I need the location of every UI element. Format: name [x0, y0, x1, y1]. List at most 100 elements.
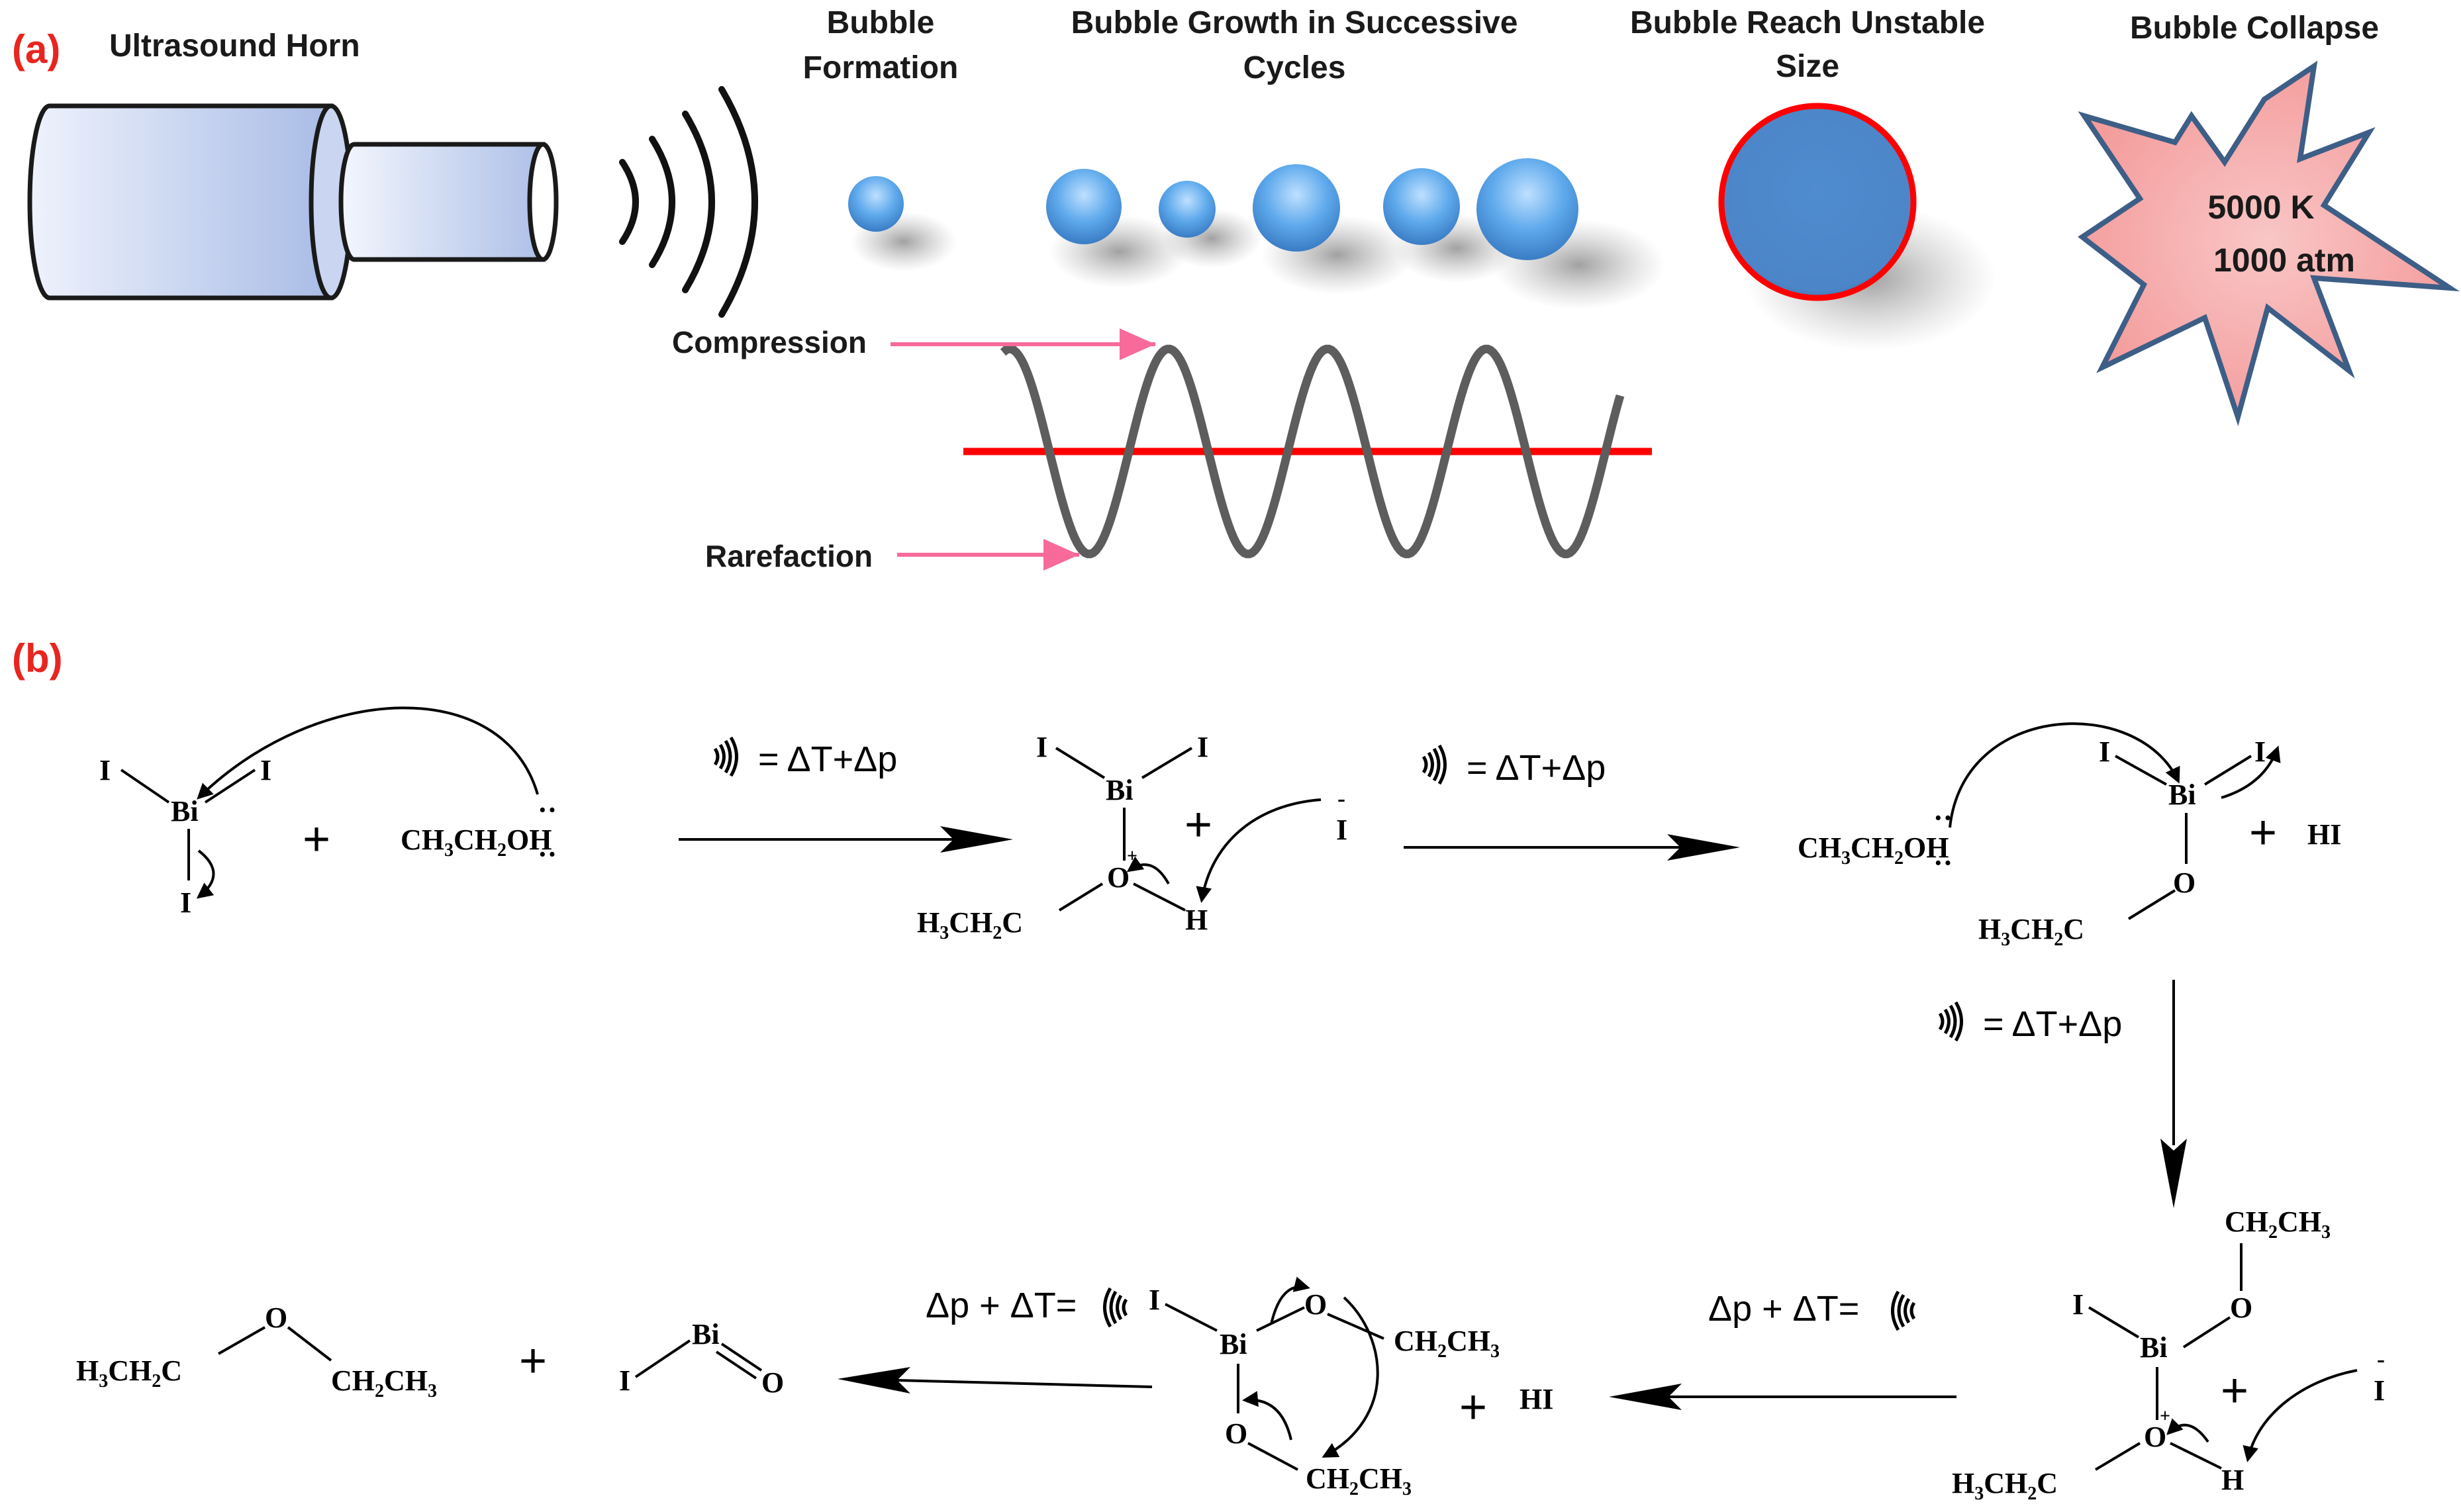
svg-text:I: I: [260, 754, 271, 786]
diethyl-ether: H3CH2C O CH2CH3: [76, 1301, 437, 1401]
bubble-unstable: [1718, 103, 1996, 351]
stage-growth-label: Bubble Growth in Successive Cycles: [1071, 5, 1518, 85]
svg-text:CH2CH3: CH2CH3: [1306, 1462, 1412, 1499]
condition-text-1: = ΔT+Δp: [758, 739, 897, 779]
panel-a: (a) Ultrasound Horn Bubble Formation Bub…: [12, 5, 2460, 573]
svg-text:O: O: [2144, 1421, 2166, 1453]
rarefaction-label: Rarefaction: [705, 539, 873, 573]
svg-text:H: H: [2221, 1464, 2244, 1496]
stage-collapse-label: Bubble Collapse: [2130, 11, 2379, 46]
ethanol: CH3CH2OH ·· ··: [401, 794, 557, 871]
svg-text:··: ··: [1933, 847, 1953, 879]
sine-wave: [1000, 344, 1625, 559]
svg-text:-: -: [1337, 785, 1345, 812]
svg-text:I: I: [2072, 1288, 2084, 1321]
svg-text:Bi: Bi: [2140, 1331, 2168, 1364]
svg-text:+: +: [519, 1335, 547, 1388]
svg-text:CH2CH3: CH2CH3: [331, 1364, 437, 1401]
svg-text:I: I: [2254, 735, 2266, 768]
svg-text:CH3CH2OH: CH3CH2OH: [1798, 831, 1949, 869]
reaction-arrow-2: = ΔT+Δp: [1404, 744, 1740, 861]
svg-text:+: +: [2249, 806, 2277, 859]
svg-text:O: O: [1225, 1417, 1247, 1450]
svg-text:Bubble Collapse: Bubble Collapse: [2130, 11, 2379, 46]
svg-text:HI: HI: [2307, 818, 2341, 851]
bubble-formation: [848, 176, 957, 271]
sound-wave-icon: [619, 86, 758, 318]
svg-text:I: I: [1336, 814, 1347, 846]
reaction-arrow-1: = ΔT+Δp: [679, 736, 1013, 853]
svg-text:+: +: [2221, 1364, 2248, 1417]
oxonium-complex-1: I I Bi + O H3CH2C H + I -: [917, 731, 1347, 943]
svg-text:Size: Size: [1776, 49, 1839, 84]
stage-unstable-label: Bubble Reach Unstable Size: [1630, 5, 1985, 84]
svg-text:O: O: [1107, 861, 1130, 894]
ultrasound-icon: [713, 736, 738, 777]
svg-text:··: ··: [538, 838, 557, 871]
svg-text:+: +: [1184, 798, 1212, 851]
plus-sign: +: [303, 813, 330, 866]
svg-text:CH2CH3: CH2CH3: [1394, 1325, 1500, 1362]
svg-text:O: O: [1304, 1288, 1327, 1321]
svg-text:CH3CH2OH: CH3CH2OH: [401, 824, 552, 861]
ultrasound-horn: [27, 103, 559, 301]
svg-text:H3CH2C: H3CH2C: [917, 906, 1023, 943]
condition-text-2: = ΔT+Δp: [1467, 748, 1606, 788]
collapse-temperature: 5000 K: [2207, 189, 2314, 226]
svg-text:Bi: Bi: [2168, 779, 2196, 811]
svg-text:O: O: [2173, 867, 2196, 899]
iodo-ethoxy-bismuth: I I Bi O H3CH2C + HI: [1978, 735, 2341, 950]
horn-label: Ultrasound Horn: [109, 28, 360, 64]
pressure-wave: Compression Rarefaction: [672, 325, 1652, 573]
collapse-pressure: 1000 atm: [2213, 242, 2355, 279]
svg-text:I: I: [2374, 1374, 2385, 1407]
reaction-arrow-5: Δp + ΔT=: [838, 1286, 1153, 1394]
diethoxy-bismuth: I Bi O CH2CH3 O CH2CH3 + HI: [1149, 1276, 1553, 1499]
oxonium-complex-2: CH2CH3 O I Bi + O H3CH2C H + I -: [1952, 1205, 2385, 1504]
svg-text:H3CH2C: H3CH2C: [1978, 913, 2084, 950]
svg-text:H3CH2C: H3CH2C: [76, 1354, 182, 1392]
compression-label: Compression: [672, 325, 867, 359]
svg-text:Cycles: Cycles: [1243, 50, 1346, 85]
svg-text:HI: HI: [1520, 1383, 1553, 1415]
bismuth-triiodide: I I Bi I: [99, 706, 539, 919]
condition-text-5: Δp + ΔT=: [926, 1286, 1077, 1325]
svg-text:O: O: [2230, 1292, 2252, 1324]
svg-text:··: ··: [1933, 802, 1953, 834]
reaction-arrow-4: Δp + ΔT=: [1609, 1289, 1956, 1410]
svg-text:O: O: [761, 1366, 784, 1399]
svg-text:Bi: Bi: [692, 1318, 720, 1350]
bubble-growth-series: [1046, 158, 1665, 310]
bismuth-oxyiodide: Bi I O: [619, 1318, 784, 1399]
bubble-collapse-star: 5000 K 1000 atm: [2078, 60, 2460, 426]
condition-text-4: Δp + ΔT=: [1708, 1289, 1859, 1329]
svg-text:CH2CH3: CH2CH3: [2225, 1205, 2331, 1243]
svg-text:Bi: Bi: [171, 795, 199, 827]
stage-formation-label: Bubble Formation: [803, 5, 959, 85]
svg-text:O: O: [265, 1301, 287, 1334]
svg-text:Formation: Formation: [803, 50, 959, 85]
ethanol-2: CH3CH2OH ·· ··: [1798, 722, 2180, 879]
panel-b: (b) I I Bi I + CH3CH2OH ·· ··: [12, 636, 2385, 1504]
svg-text:··: ··: [538, 794, 557, 826]
svg-text:I: I: [1036, 731, 1047, 763]
svg-text:I: I: [180, 886, 191, 919]
svg-text:Bi: Bi: [1106, 774, 1134, 806]
svg-text:I: I: [1197, 731, 1208, 763]
svg-text:H3CH2C: H3CH2C: [1952, 1467, 2058, 1504]
svg-text:I: I: [2099, 735, 2110, 768]
svg-text:I: I: [99, 754, 111, 786]
svg-text:I: I: [619, 1364, 630, 1397]
reaction-arrow-3: = ΔT+Δp: [1938, 980, 2187, 1208]
svg-text:+: +: [1459, 1381, 1487, 1434]
panel-b-label: (b): [12, 636, 63, 681]
panel-a-label: (a): [12, 27, 60, 71]
svg-text:Bubble Reach Unstable: Bubble Reach Unstable: [1630, 5, 1985, 40]
condition-text-3: = ΔT+Δp: [1983, 1004, 2122, 1044]
svg-text:Bubble Growth in Successive: Bubble Growth in Successive: [1071, 5, 1518, 40]
svg-text:I: I: [1149, 1284, 1160, 1316]
svg-text:H: H: [1185, 904, 1208, 936]
svg-text:Bubble: Bubble: [827, 5, 935, 40]
svg-text:Bi: Bi: [1220, 1328, 1247, 1360]
